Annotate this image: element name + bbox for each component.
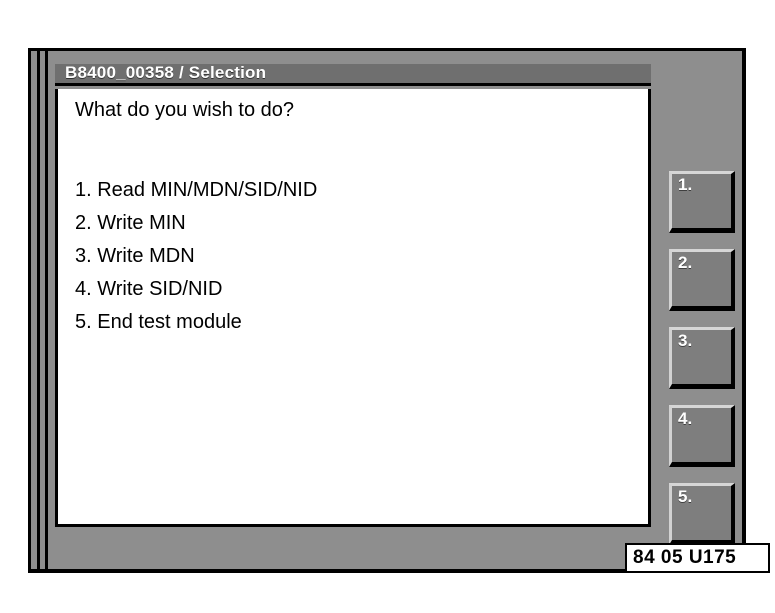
- softkey-column: 1. 2. 3. 4. 5.: [659, 89, 739, 545]
- softkey-button-2[interactable]: 2.: [669, 249, 735, 311]
- menu-item-5[interactable]: 5. End test module: [75, 311, 242, 333]
- softkey-label-3: 3.: [678, 331, 693, 350]
- content-panel: What do you wish to do? 1. Read MIN/MDN/…: [55, 89, 651, 527]
- status-bar: 84 05 U175: [625, 543, 770, 573]
- screen-title: B8400_00358 / Selection: [65, 63, 267, 82]
- menu-item-4[interactable]: 4. Write SID/NID: [75, 278, 223, 300]
- softkey-button-3[interactable]: 3.: [669, 327, 735, 389]
- menu-list: 1. Read MIN/MDN/SID/NID 2. Write MIN 3. …: [75, 174, 635, 339]
- softkey-label-1: 1.: [678, 175, 693, 194]
- menu-item-1[interactable]: 1. Read MIN/MDN/SID/NID: [75, 179, 318, 201]
- prompt-question: What do you wish to do?: [75, 99, 295, 121]
- softkey-label-4: 4.: [678, 409, 693, 428]
- device-bezel: B8400_00358 / Selection What do you wish…: [28, 48, 770, 573]
- softkey-button-5[interactable]: 5.: [669, 483, 735, 545]
- softkey-button-4[interactable]: 4.: [669, 405, 735, 467]
- bezel-rail-inner: [45, 51, 48, 569]
- softkey-button-1[interactable]: 1.: [669, 171, 735, 233]
- title-bar: B8400_00358 / Selection: [55, 61, 651, 86]
- menu-item-2[interactable]: 2. Write MIN: [75, 212, 186, 234]
- status-code: 84 05 U175: [633, 547, 737, 568]
- title-bar-top-strip: [55, 61, 651, 64]
- bezel-rail-outer: [37, 51, 40, 569]
- softkey-label-2: 2.: [678, 253, 693, 272]
- tester-screen: B8400_00358 / Selection What do you wish…: [55, 61, 770, 573]
- softkey-label-5: 5.: [678, 487, 693, 506]
- menu-item-3[interactable]: 3. Write MDN: [75, 245, 195, 267]
